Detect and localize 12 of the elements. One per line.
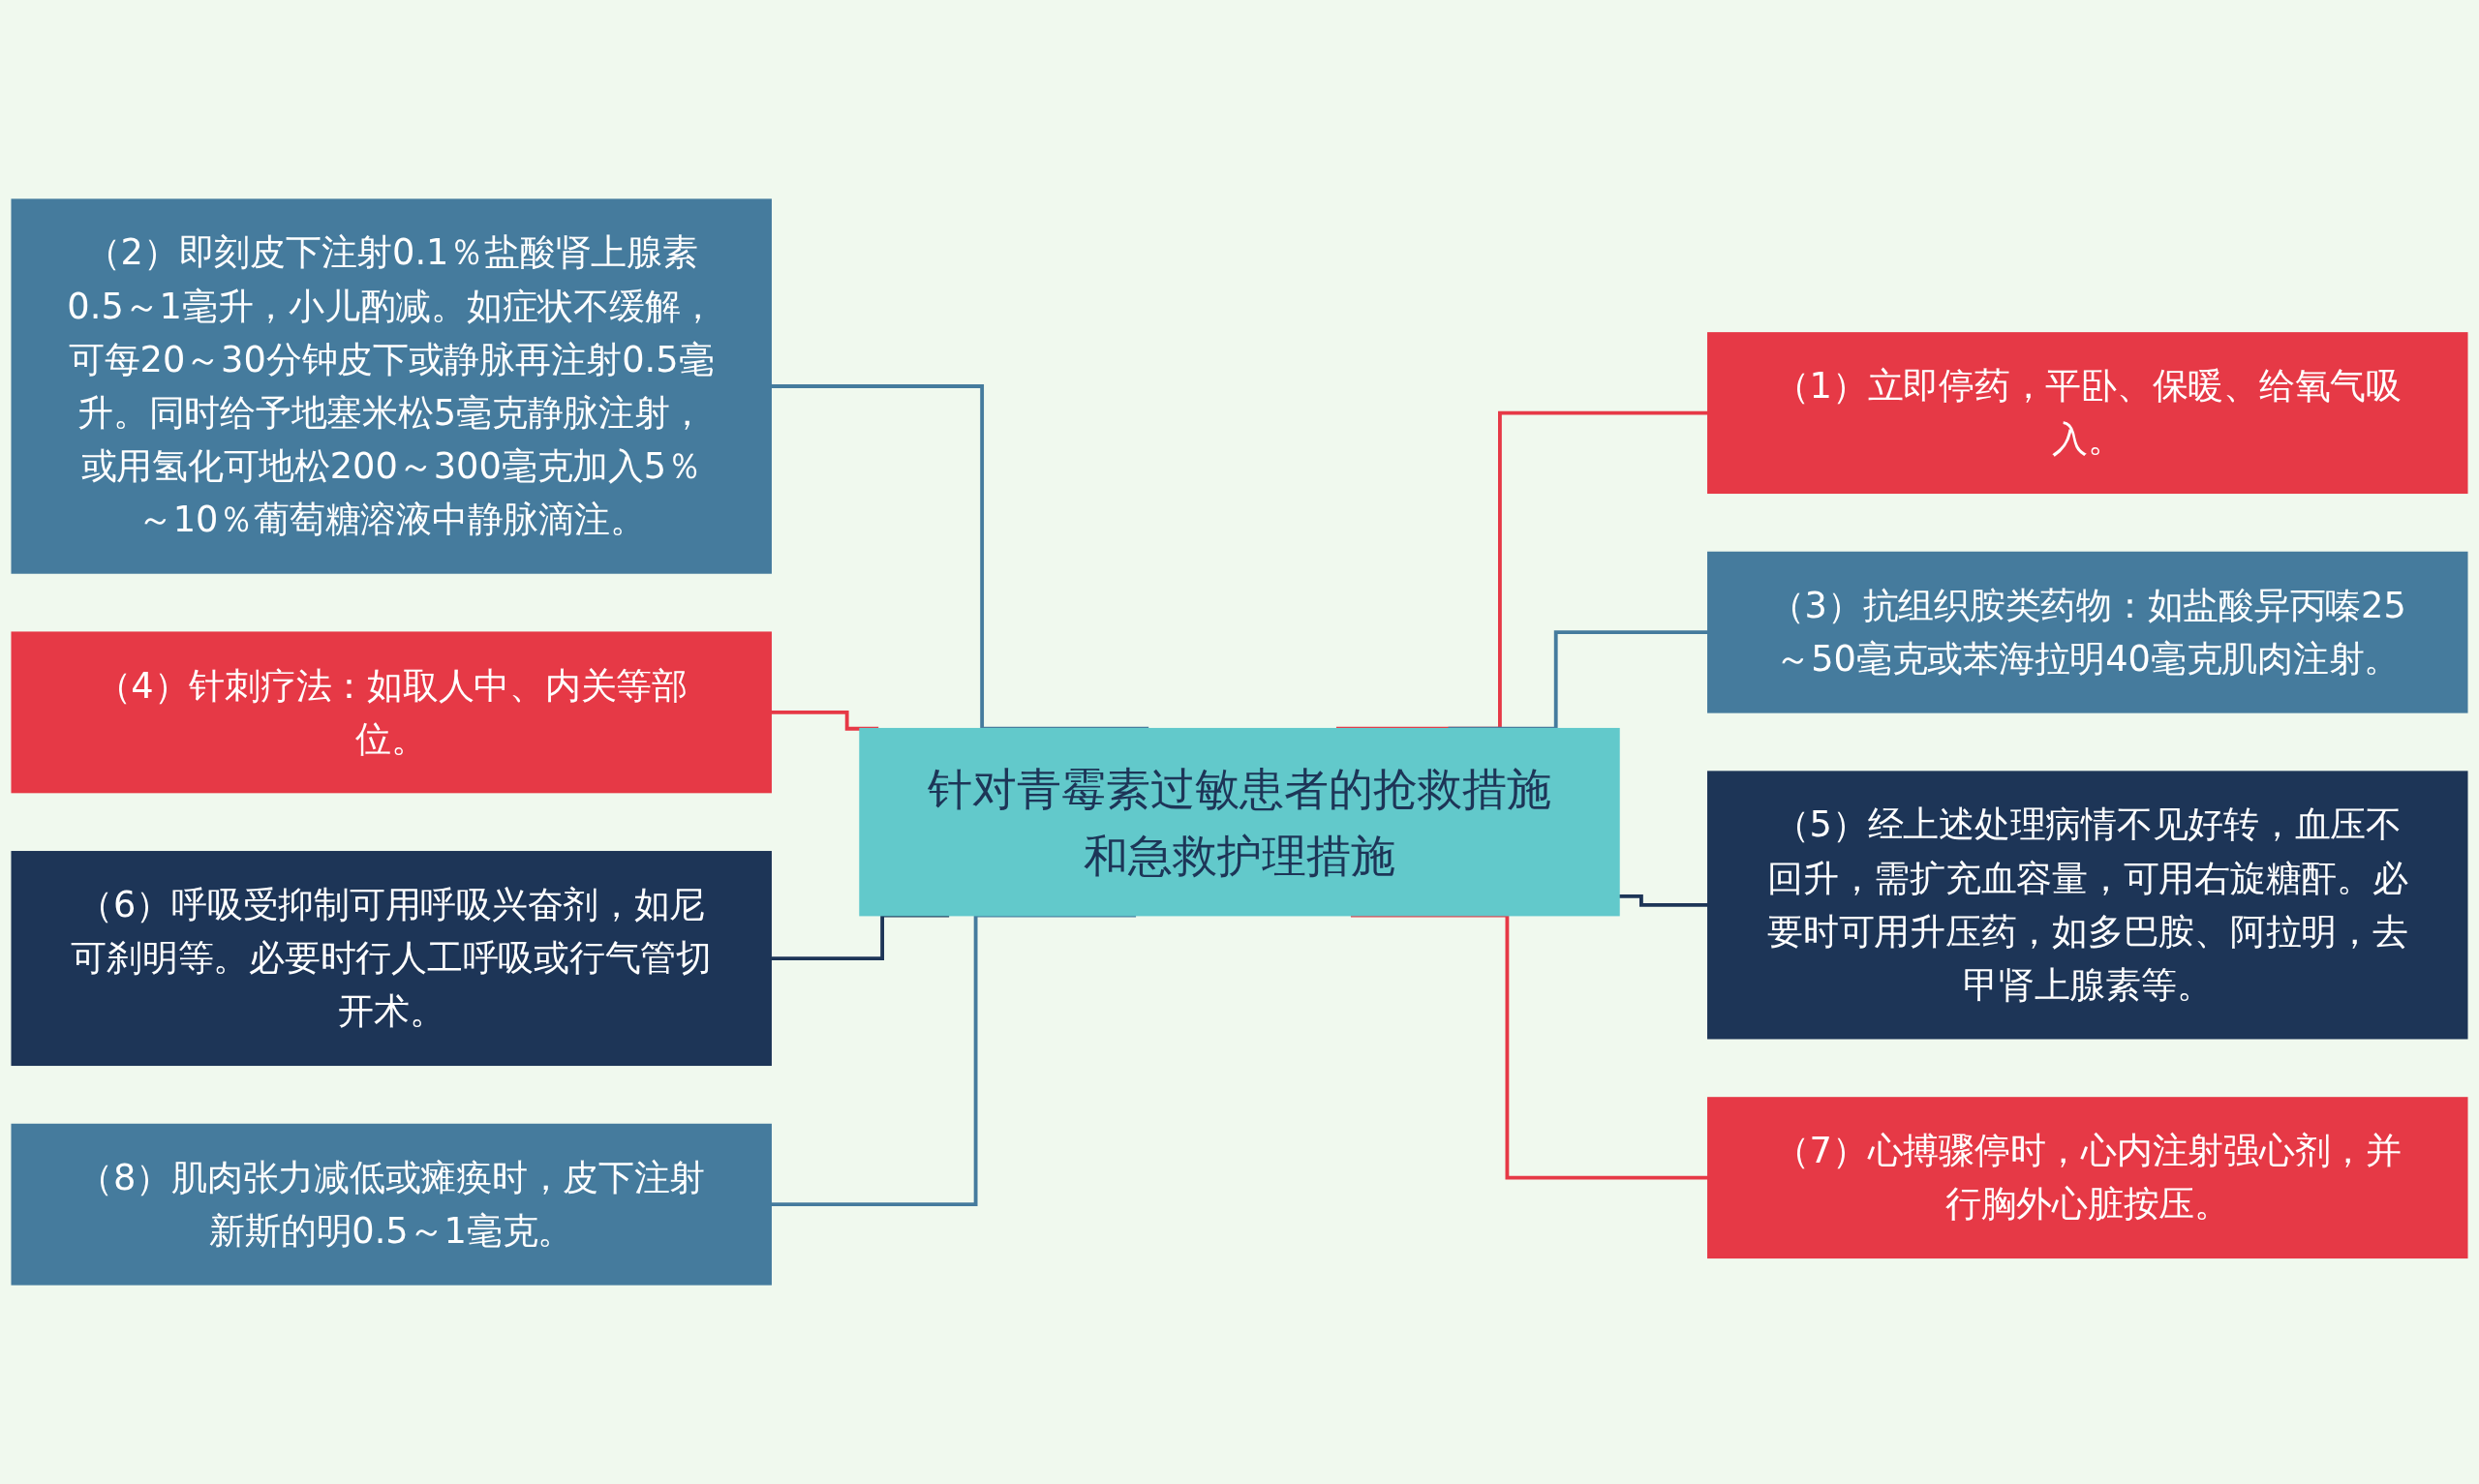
connector — [771, 384, 1149, 731]
node-box: （2）即刻皮下注射0.1％盐酸肾上腺素0.5～1毫升，小儿酌减。如症状不缓解，可每20～30分钟皮下或静脉再注射0.5毫升。同时给予地塞米松5毫克静脉注射，或用氢化可地松200～300毫克加入5％～10％葡萄糖溶液中静脉滴注。 — [11, 198, 772, 574]
connector — [771, 710, 879, 731]
node-box: （7）心搏骤停时，心内注射强心剂，并行胸外心脏按压。 — [1707, 1097, 2468, 1259]
node-box: （4）针刺疗法：如取人中、内关等部位。 — [11, 631, 772, 794]
node-box: （5）经上述处理病情不见好转，血压不回升，需扩充血容量，可用右旋糖酐。必要时可用升压药，如多巴胺、阿拉明，去甲肾上腺素等。 — [1707, 771, 2468, 1040]
node-box: 针对青霉素过敏患者的抢救措施和急救护理措施 — [859, 727, 1620, 917]
node-box: （1）立即停药，平卧、保暖、给氧气吸入。 — [1707, 332, 2468, 495]
node-box: （6）呼吸受抑制可用呼吸兴奋剂，如尼可刹明等。必要时行人工呼吸或行气管切开术。 — [11, 851, 772, 1067]
node-box: （8）肌肉张力减低或瘫痪时，皮下注射新斯的明0.5～1毫克。 — [11, 1123, 772, 1286]
node-box: （3）抗组织胺类药物：如盐酸异丙嗪25～50毫克或苯海拉明40毫克肌肉注射。 — [1707, 551, 2468, 713]
connector — [1618, 894, 1708, 907]
